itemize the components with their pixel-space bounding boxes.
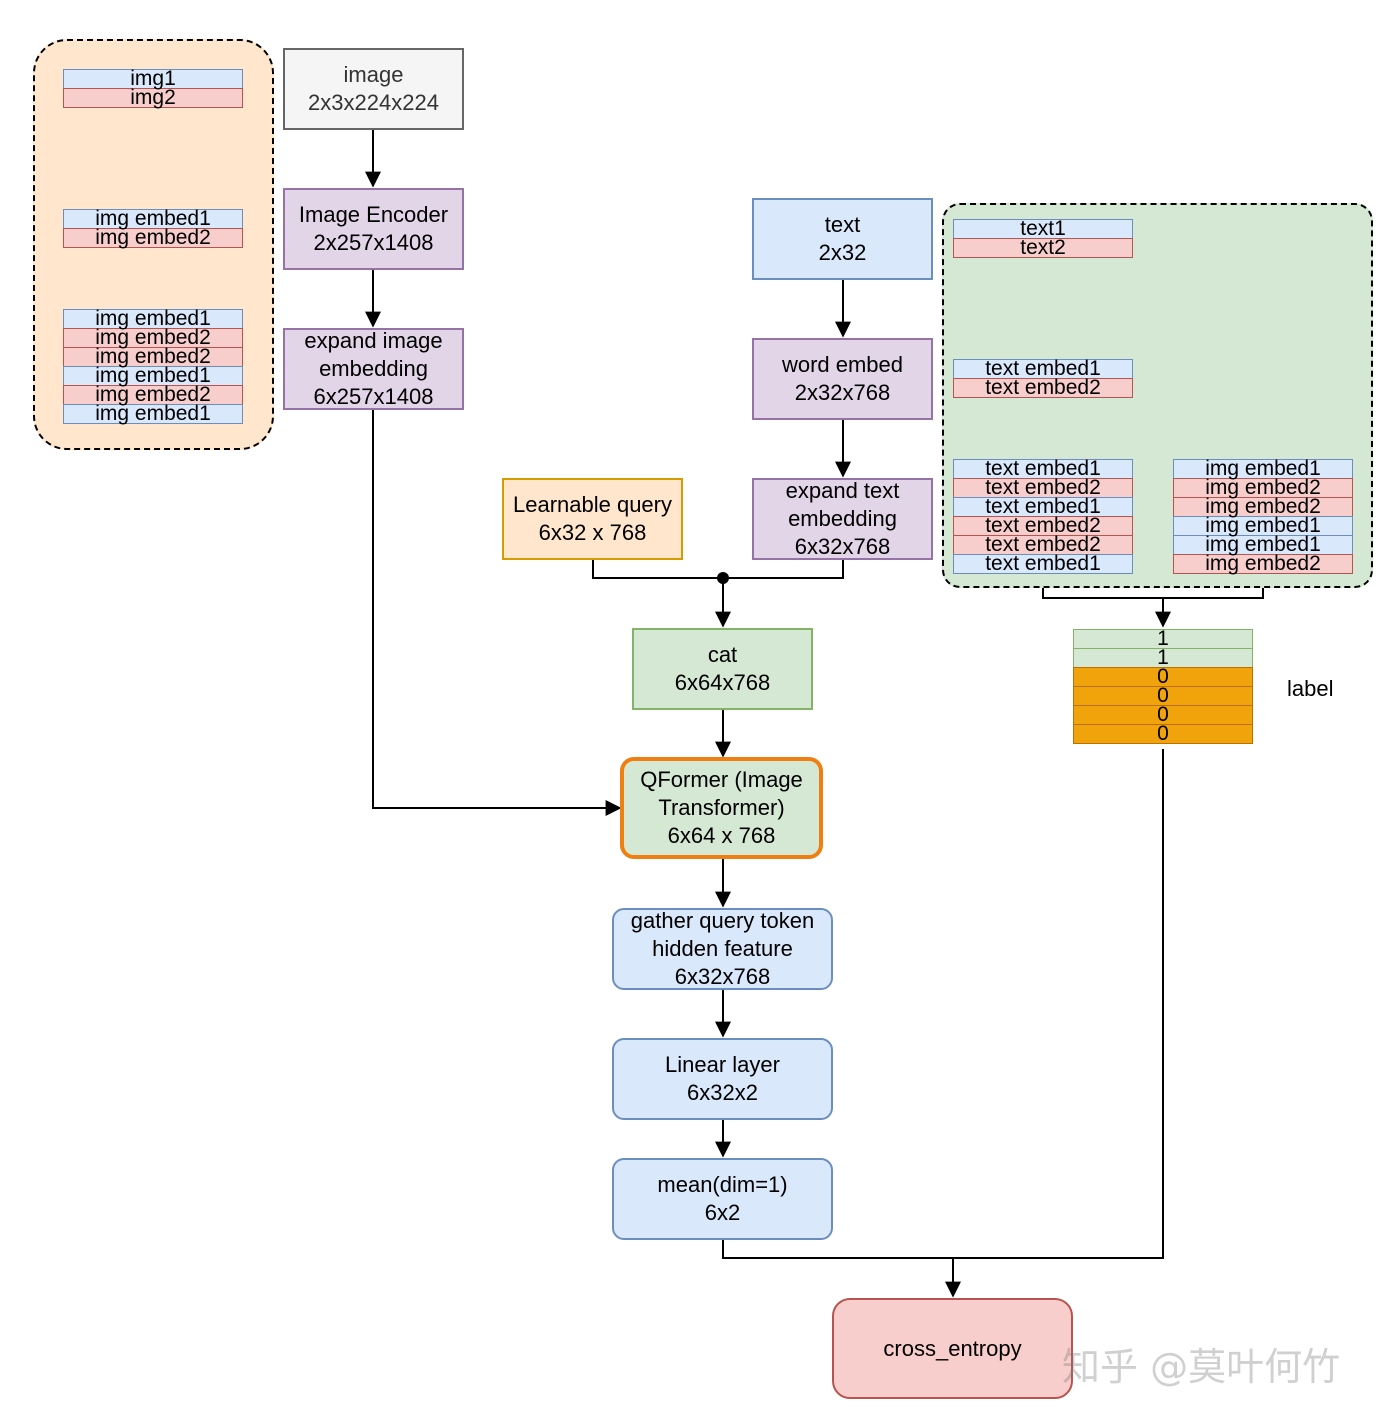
node-shape: 6x64x768: [674, 670, 771, 695]
node-title-2: embedding: [319, 356, 428, 381]
expanded-image-embed-row: img embed1: [63, 403, 243, 424]
node-title-2: hidden feature: [652, 936, 793, 961]
edge-mean-to-cross-entropy: [722, 1239, 961, 1298]
expand-image-node: expand image embedding 6x257x1408: [283, 328, 464, 410]
label-row-negative: 0: [1073, 723, 1253, 744]
expanded-image-embed-list: img embed1 img embed2 img embed2 img emb…: [63, 308, 243, 424]
node-shape: 2x32x768: [794, 380, 891, 405]
node-title: cross_entropy: [883, 1335, 1022, 1361]
expanded-text-embed-row: text embed1: [953, 553, 1133, 574]
expanded-text-embed-list: text embed1 text embed2 text embed1 text…: [953, 458, 1133, 574]
expanded-text-embed-row: text embed2: [953, 477, 1133, 498]
node-title: Image Encoder: [298, 202, 449, 227]
label-caption: label: [1287, 676, 1334, 701]
qformer-node: QFormer (Image Transformer) 6x64 x 768: [620, 757, 823, 859]
node-shape: 6x32 x 768: [538, 520, 647, 545]
expanded-image-embed-row: img embed2: [63, 327, 243, 348]
node-title: Learnable query: [512, 492, 672, 517]
edge-query-to-join: [592, 559, 723, 579]
node-title: text: [824, 212, 861, 237]
node-shape: 6x32x768: [794, 534, 891, 559]
cat-node: cat 6x64x768: [632, 628, 813, 710]
node-title: QFormer (Image: [640, 767, 803, 792]
paired-image-embed-row: img embed2: [1173, 496, 1353, 517]
learnable-query-node: Learnable query 6x32 x 768: [502, 478, 683, 560]
expanded-text-embed-row: text embed2: [953, 515, 1133, 536]
image-embed-list: img embed1 img embed2: [63, 208, 243, 248]
edge-expand-image-to-qformer: [372, 409, 622, 816]
node-shape: 2x257x1408: [313, 230, 434, 255]
paired-image-embed-list: img embed1 img embed2 img embed2 img emb…: [1173, 458, 1353, 574]
node-title-2: Transformer): [658, 795, 785, 820]
text-embed-row: text embed2: [953, 377, 1133, 398]
join-dot: [717, 572, 729, 584]
node-title: word embed: [781, 352, 904, 377]
image-embed-row: img embed2: [63, 227, 243, 248]
text-row: text2: [953, 237, 1133, 258]
node-shape: 6x257x1408: [313, 384, 434, 409]
image-embed-row: img embed1: [63, 208, 243, 229]
paired-image-embed-row: img embed2: [1173, 553, 1353, 574]
edge-expand-text-to-join: [723, 559, 844, 579]
node-shape: 6x32x2: [687, 1080, 758, 1105]
expanded-image-embed-row: img embed1: [63, 308, 243, 329]
text-embed-list: text embed1 text embed2: [953, 358, 1133, 398]
image-row: img2: [63, 87, 243, 108]
node-shape: 6x2: [704, 1200, 741, 1225]
edge-text-pairs-to-label: [1042, 579, 1264, 599]
node-title: gather query token: [630, 908, 815, 933]
image-encoder-node: Image Encoder 2x257x1408: [283, 188, 464, 270]
node-title: mean(dim=1): [657, 1172, 788, 1197]
edge-label-to-cross-entropy: [953, 749, 1164, 1259]
text-row: text1: [953, 218, 1133, 239]
expanded-text-embed-row: text embed1: [953, 458, 1133, 479]
node-shape: 2x3x224x224: [308, 90, 439, 115]
node-shape: 2x32: [818, 240, 867, 265]
node-shape: 6x64 x 768: [667, 823, 776, 848]
image-list: img1 img2: [63, 68, 243, 108]
node-title: expand image: [304, 328, 443, 353]
paired-image-embed-row: img embed2: [1173, 477, 1353, 498]
word-embed-node: word embed 2x32x768: [752, 338, 933, 420]
text-list: text1 text2: [953, 218, 1133, 258]
node-title: cat: [707, 642, 738, 667]
text-input-node: text 2x32: [752, 198, 933, 280]
mean-node: mean(dim=1) 6x2: [612, 1158, 833, 1240]
node-title: image: [343, 62, 404, 87]
paired-image-embed-row: img embed1: [1173, 458, 1353, 479]
gather-node: gather query token hidden feature 6x32x7…: [612, 908, 833, 990]
watermark: 知乎 @莫叶何竹: [1062, 1345, 1341, 1389]
expanded-image-embed-row: img embed2: [63, 384, 243, 405]
expand-text-node: expand text embedding 6x32x768: [752, 478, 933, 560]
image-input-node: image 2x3x224x224: [283, 48, 464, 130]
node-title-2: embedding: [788, 506, 897, 531]
cross-entropy-node: cross_entropy: [832, 1298, 1073, 1399]
linear-layer-node: Linear layer 6x32x2: [612, 1038, 833, 1120]
node-shape: 6x32x768: [674, 964, 771, 989]
expanded-text-embed-row: text embed1: [953, 496, 1133, 517]
paired-image-embed-row: img embed1: [1173, 534, 1353, 555]
node-title: expand text: [785, 478, 900, 503]
label-list: 1 1 0 0 0 0: [1073, 628, 1253, 744]
expanded-text-embed-row: text embed2: [953, 534, 1133, 555]
node-title: Linear layer: [665, 1052, 780, 1077]
